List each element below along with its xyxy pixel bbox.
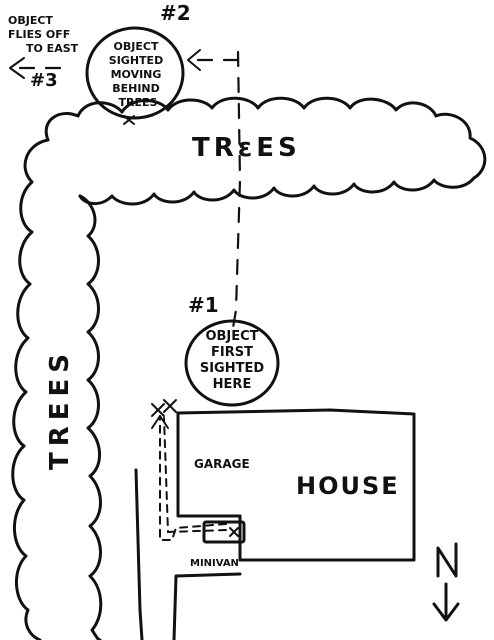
flies-off-line: TO EAST [26,42,79,55]
driveway [134,468,242,640]
tree-line [11,96,487,640]
flies-off-line: OBJECT [8,14,53,27]
first-sighting-line: SIGHTED [200,361,264,376]
house-label: HOUSE [296,472,400,500]
north-arrow [432,542,460,622]
garage-label: GARAGE [194,457,250,471]
marker-1-label: #1 [188,293,219,317]
first-sighting-line: FIRST [211,345,253,360]
marker-2-label: #2 [160,1,191,25]
flies-off-line: FLIES OFF [8,28,70,41]
second-sighting-line: SIGHTED [109,54,163,67]
trees-left-label: TREES [45,348,75,470]
minivan [202,520,246,544]
second-sighting-line: MOVING [111,68,162,81]
first-sighting-line: OBJECT [205,329,258,344]
first-sighting-line: HERE [213,377,252,392]
second-sighting-line: OBJECT [114,40,159,53]
second-sighting-line: BEHIND [112,82,160,95]
first-sighting [184,319,280,407]
second-sighting [85,26,185,125]
second-sighting-line: TREES [119,96,158,109]
trees-top-label: TRεES [192,133,301,163]
walking-path [151,399,227,541]
marker-3-label: #3 [30,70,58,91]
minivan-label: MINIVAN [190,558,239,569]
